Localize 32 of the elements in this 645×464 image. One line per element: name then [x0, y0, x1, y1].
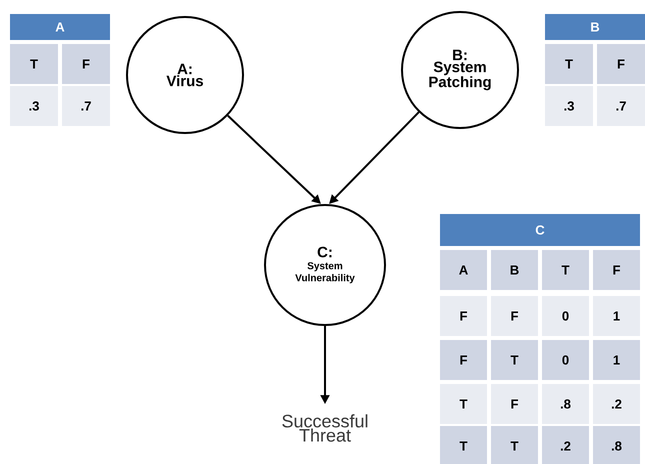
table-cell: .3 [545, 86, 593, 126]
table-cell: T [10, 44, 58, 84]
outcome-text: Successful Threat [282, 414, 368, 442]
table-cell: A [440, 250, 487, 290]
table-cell: .8 [593, 426, 640, 464]
table-cell: T [545, 44, 593, 84]
table-cell: F [593, 250, 640, 290]
table-cell: 0 [542, 296, 589, 336]
table-cell: B [491, 250, 538, 290]
table-cell: 1 [593, 340, 640, 380]
table-cell: .2 [542, 426, 589, 464]
table-cell: T [440, 426, 487, 464]
table-cell: .7 [62, 86, 110, 126]
table-cell: F [491, 296, 538, 336]
table-cell: .3 [10, 86, 58, 126]
table-cell: T [491, 426, 538, 464]
table-cell: .8 [542, 384, 589, 424]
table-header-cell: C [440, 214, 640, 246]
table-cell: .2 [593, 384, 640, 424]
table-cell: T [491, 340, 538, 380]
table-cell: 1 [593, 296, 640, 336]
table-cell: F [62, 44, 110, 84]
table-cell: F [440, 340, 487, 380]
table-cell: T [440, 384, 487, 424]
table-cell: .7 [597, 86, 645, 126]
table-cell: F [440, 296, 487, 336]
table-header-cell: B [545, 14, 645, 40]
table-cell: F [491, 384, 538, 424]
table-header-cell: A [10, 14, 110, 40]
table-cell: 0 [542, 340, 589, 380]
table-cell: T [542, 250, 589, 290]
table-cell: F [597, 44, 645, 84]
